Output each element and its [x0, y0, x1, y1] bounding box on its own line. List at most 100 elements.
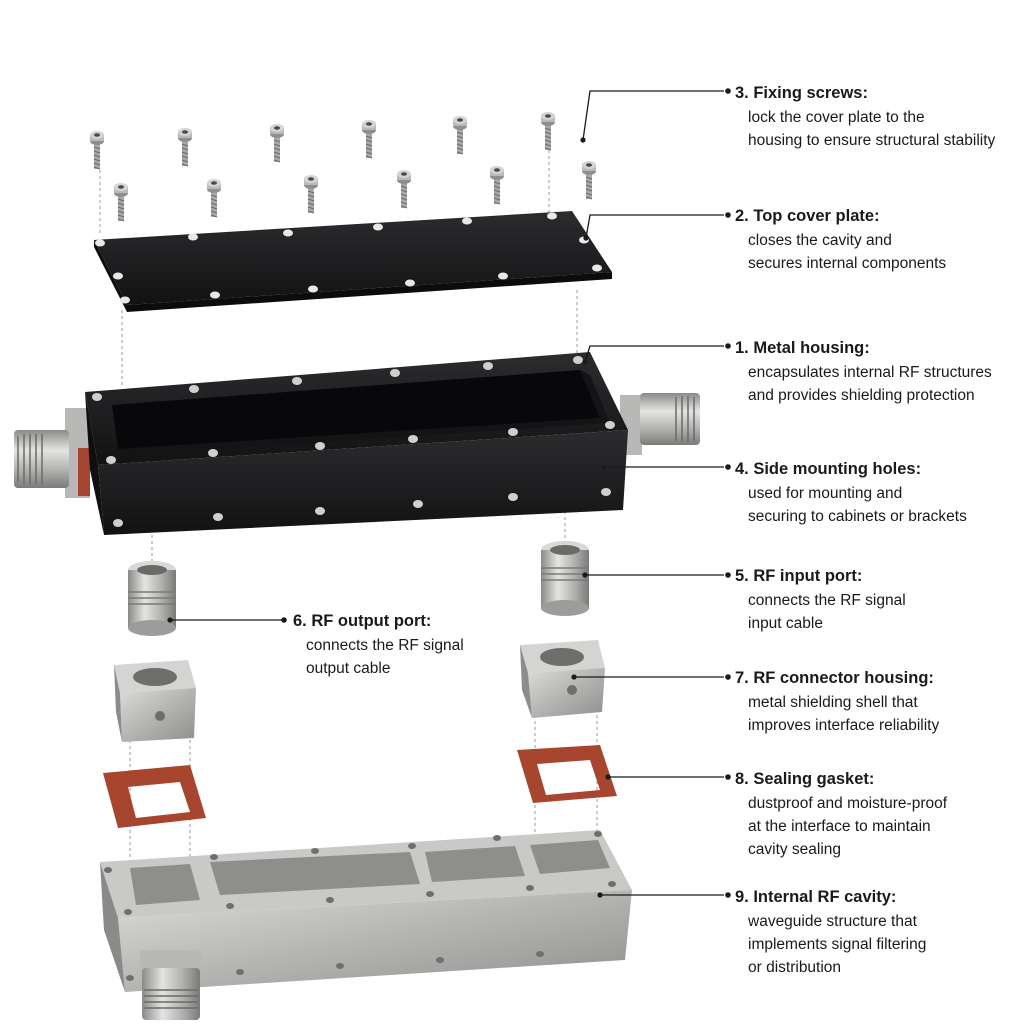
callout-top-cover-plate: 2. Top cover plate: closes the cavity an… — [735, 206, 946, 275]
cover-hole — [113, 272, 123, 280]
callout-title: 7. RF connector housing: — [735, 669, 934, 687]
metal-housing — [14, 352, 700, 535]
callout-description: connects the RF signal output cable — [306, 634, 464, 680]
callout-line: improves interface reliability — [748, 717, 940, 734]
callout-line: cavity sealing — [748, 841, 842, 858]
cover-hole — [498, 272, 508, 280]
cavity-hole — [608, 881, 616, 887]
callout-title: 5. RF input port: — [735, 567, 863, 585]
cavity-hole — [536, 951, 544, 957]
screw — [362, 120, 376, 159]
housing-hole — [390, 369, 400, 377]
screw — [453, 116, 467, 155]
callout-description: connects the RF signal input cable — [748, 589, 906, 635]
cavity-screw-holes — [104, 831, 616, 981]
cavity-hole — [311, 848, 319, 854]
screw — [114, 183, 128, 222]
housing-hole — [315, 507, 325, 515]
housing-hole — [573, 356, 583, 364]
callout-line: at the interface to maintain — [748, 818, 931, 835]
callout-dots — [167, 88, 731, 898]
callout-title: 6. RF output port: — [293, 612, 432, 630]
screw — [582, 161, 596, 200]
housing-hole — [605, 421, 615, 429]
callout-title: 3. Fixing screws: — [735, 84, 868, 102]
housing-hole — [315, 442, 325, 450]
cover-hole — [120, 296, 130, 304]
callout-title: 2. Top cover plate: — [735, 207, 880, 225]
callout-description: metal shielding shell that improves inte… — [748, 691, 939, 737]
housing-hole — [213, 513, 223, 521]
callout-line: or distribution — [748, 959, 842, 976]
callout-line: housing to ensure structural stability — [748, 132, 996, 149]
cover-hole — [405, 279, 415, 287]
callout-title: 9. Internal RF cavity: — [735, 888, 897, 906]
callout-line: dustproof and moisture-proof — [748, 795, 948, 812]
callout-description: encapsulates internal RF structures and … — [748, 361, 992, 407]
callout-rf-output-port: 6. RF output port: connects the RF signa… — [293, 611, 464, 680]
callout-rf-connector-housing: 7. RF connector housing: metal shielding… — [735, 668, 939, 737]
rf-output-port — [128, 561, 176, 636]
fixing-screws — [90, 112, 596, 222]
cavity-hole — [526, 885, 534, 891]
cover-hole — [210, 291, 220, 299]
callout-side-mounting-holes: 4. Side mounting holes: used for mountin… — [735, 459, 967, 528]
sealing-gasket-right — [517, 745, 617, 803]
callout-line: lock the cover plate to the — [748, 109, 925, 126]
rf-connector-housing-left — [114, 660, 196, 742]
callout-description: used for mounting and securing to cabine… — [748, 482, 967, 528]
housing-hole — [508, 428, 518, 436]
callout-sealing-gasket: 8. Sealing gasket: dustproof and moistur… — [735, 769, 947, 861]
housing-hole — [106, 456, 116, 464]
cavity-hole — [493, 835, 501, 841]
cover-hole — [592, 264, 602, 272]
cover-hole — [95, 239, 105, 247]
cavity-hole — [426, 891, 434, 897]
housing-right-connector — [620, 393, 700, 455]
callout-fixing-screws: 3. Fixing screws: lock the cover plate t… — [735, 83, 995, 152]
cavity-hole — [210, 854, 218, 860]
screw — [90, 131, 104, 170]
callout-line: secures internal components — [748, 255, 947, 272]
callout-description: lock the cover plate to the housing to e… — [748, 106, 995, 152]
callout-internal-rf-cavity: 9. Internal RF cavity: waveguide structu… — [735, 887, 926, 979]
housing-hole — [508, 493, 518, 501]
callout-title: 4. Side mounting holes: — [735, 460, 922, 478]
callout-title: 8. Sealing gasket: — [735, 770, 875, 788]
screw — [270, 124, 284, 163]
callout-line: connects the RF signal — [748, 592, 906, 609]
cavity-hole — [236, 969, 244, 975]
callout-line: input cable — [748, 615, 823, 632]
rf-input-port — [541, 541, 589, 616]
screw — [490, 166, 504, 205]
housing-hole — [292, 377, 302, 385]
callout-line: closes the cavity and — [748, 232, 892, 249]
callout-line: output cable — [306, 660, 391, 677]
sealing-gasket-left — [103, 765, 206, 828]
housing-hole — [92, 393, 102, 401]
internal-rf-cavity — [100, 830, 632, 1020]
callout-line: waveguide structure that — [748, 913, 917, 930]
cavity-hole — [326, 897, 334, 903]
rf-connector-housing-right — [520, 640, 605, 718]
callout-description: dustproof and moisture-proof at the inte… — [748, 792, 947, 861]
callout-rf-input-port: 5. RF input port: connects the RF signal… — [735, 566, 906, 635]
housing-screw-holes — [92, 356, 615, 527]
housing-hole — [208, 449, 218, 457]
housing-hole — [413, 500, 423, 508]
callout-leader-lines — [170, 90, 724, 896]
cover-hole — [373, 223, 383, 231]
screw — [541, 112, 555, 151]
housing-hole — [601, 488, 611, 496]
callout-line: securing to cabinets or brackets — [748, 508, 967, 525]
cavity-hole — [336, 963, 344, 969]
callout-line: metal shielding shell that — [748, 694, 918, 711]
cover-hole — [547, 212, 557, 220]
housing-hole — [483, 362, 493, 370]
cover-hole — [283, 229, 293, 237]
callout-description: closes the cavity and secures internal c… — [748, 229, 946, 275]
callout-line: used for mounting and — [748, 485, 903, 502]
cavity-hole — [226, 903, 234, 909]
cover-hole — [308, 285, 318, 293]
